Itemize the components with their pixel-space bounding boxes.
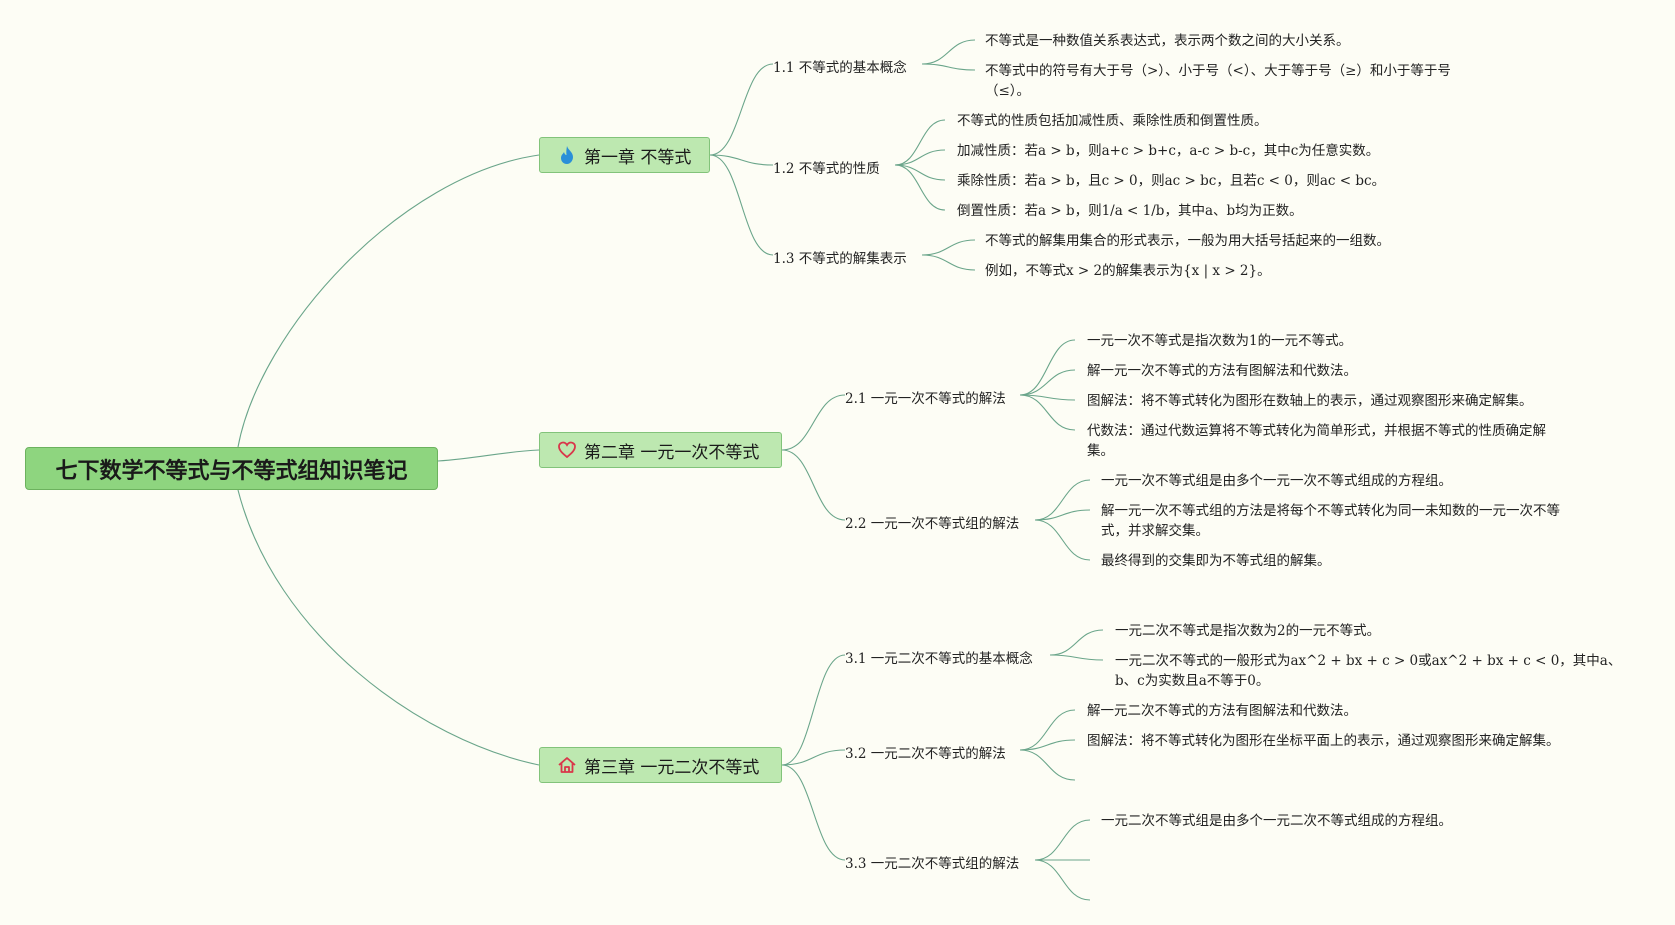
topic-3-1[interactable]: 3.1 一元二次不等式的基本概念 bbox=[845, 651, 1033, 667]
connector bbox=[1034, 859, 1091, 901]
leaf-2-2-3[interactable]: 最终得到的交集即为不等式组的解集。 bbox=[1101, 553, 1331, 569]
connector bbox=[894, 164, 946, 181]
leaf-1-1-2[interactable]: 不等式中的符号有大于号（>）、小于号（<）、大于等于号（≥）和小于等于号（≤）。 bbox=[985, 63, 1451, 99]
leaf-1-3-1[interactable]: 不等式的解集用集合的形式表示，一般为用大括号括起来的一组数。 bbox=[985, 233, 1390, 249]
leaf-1-2-4[interactable]: 倒置性质：若a > b，则1/a < 1/b，其中a、b均为正数。 bbox=[957, 203, 1303, 219]
connector bbox=[1019, 709, 1076, 751]
connector bbox=[1019, 339, 1076, 396]
connector bbox=[781, 749, 846, 766]
topic-1-1[interactable]: 1.1 不等式的基本概念 bbox=[773, 60, 907, 76]
flame-icon bbox=[556, 144, 578, 166]
connector bbox=[709, 154, 774, 256]
connector bbox=[1034, 819, 1091, 861]
topic-2-1[interactable]: 2.1 一元一次不等式的解法 bbox=[845, 391, 1006, 407]
leaf-2-1-3[interactable]: 图解法：将不等式转化为图形在数轴上的表示，通过观察图形来确定解集。 bbox=[1087, 393, 1533, 409]
leaf-1-2-3[interactable]: 乘除性质：若a > b，且c > 0，则ac > bc，且若c < 0，则ac … bbox=[957, 173, 1386, 189]
leaf-3-1-2[interactable]: 一元二次不等式的一般形式为ax^2 + bx + c > 0或ax^2 + bx… bbox=[1115, 653, 1622, 689]
connector bbox=[781, 764, 846, 861]
leaf-1-3-2[interactable]: 例如，不等式x > 2的解集表示为{x | x > 2}。 bbox=[985, 263, 1271, 279]
connector bbox=[1049, 654, 1104, 661]
connector bbox=[709, 63, 774, 156]
topic-3-3[interactable]: 3.3 一元二次不等式组的解法 bbox=[845, 856, 1020, 872]
leaf-3-2-2[interactable]: 图解法：将不等式转化为图形在坐标平面上的表示，通过观察图形来确定解集。 bbox=[1087, 733, 1560, 749]
connector bbox=[921, 39, 976, 65]
leaf-3-2-1[interactable]: 解一元二次不等式的方法有图解法和代数法。 bbox=[1087, 703, 1357, 719]
chapter-label: 第一章 不等式 bbox=[584, 147, 692, 168]
chapter-label: 第三章 一元二次不等式 bbox=[584, 757, 760, 778]
leaf-2-1-2[interactable]: 解一元一次不等式的方法有图解法和代数法。 bbox=[1087, 363, 1357, 379]
heart-icon bbox=[556, 439, 578, 461]
connector bbox=[1019, 369, 1076, 396]
topic-3-2[interactable]: 3.2 一元二次不等式的解法 bbox=[845, 746, 1006, 762]
connector bbox=[1049, 629, 1104, 656]
connector bbox=[237, 154, 540, 448]
connector bbox=[1034, 519, 1091, 561]
leaf-2-2-2[interactable]: 解一元一次不等式组的方法是将每个不等式转化为同一未知数的一元一次不等式，并求解交… bbox=[1101, 503, 1560, 539]
connector bbox=[1019, 749, 1076, 781]
connector bbox=[894, 119, 946, 166]
chapter-label: 第二章 一元一次不等式 bbox=[584, 442, 760, 463]
chapter-3[interactable]: 第三章 一元二次不等式 bbox=[539, 747, 782, 783]
connector bbox=[781, 449, 846, 521]
leaf-2-1-4[interactable]: 代数法：通过代数运算将不等式转化为简单形式，并根据不等式的性质确定解集。 bbox=[1087, 423, 1546, 459]
leaf-1-2-1[interactable]: 不等式的性质包括加减性质、乘除性质和倒置性质。 bbox=[957, 113, 1268, 129]
connector bbox=[921, 239, 976, 256]
leaf-2-1-1[interactable]: 一元一次不等式是指次数为1的一元不等式。 bbox=[1087, 333, 1353, 349]
chapter-1[interactable]: 第一章 不等式 bbox=[539, 137, 710, 173]
connector bbox=[709, 154, 774, 166]
topic-1-3[interactable]: 1.3 不等式的解集表示 bbox=[773, 251, 907, 267]
leaf-3-3-1[interactable]: 一元二次不等式组是由多个一元二次不等式组成的方程组。 bbox=[1101, 813, 1452, 829]
connector bbox=[781, 394, 846, 451]
topic-1-2[interactable]: 1.2 不等式的性质 bbox=[773, 161, 880, 177]
connector bbox=[921, 63, 976, 71]
connector bbox=[781, 654, 846, 766]
connector bbox=[1019, 394, 1076, 431]
leaf-1-1-1[interactable]: 不等式是一种数值关系表达式，表示两个数之间的大小关系。 bbox=[985, 33, 1350, 49]
chapter-2[interactable]: 第二章 一元一次不等式 bbox=[539, 432, 782, 468]
leaf-2-2-1[interactable]: 一元一次不等式组是由多个一元一次不等式组成的方程组。 bbox=[1101, 473, 1452, 489]
connector bbox=[1034, 509, 1091, 521]
connector bbox=[1019, 739, 1076, 751]
connector bbox=[437, 449, 540, 462]
connector bbox=[894, 164, 946, 211]
root-topic[interactable]: 七下数学不等式与不等式组知识笔记 bbox=[25, 447, 438, 490]
leaf-1-2-2[interactable]: 加减性质：若a > b，则a+c > b+c，a-c > b-c，其中c为任意实… bbox=[957, 143, 1380, 159]
leaf-3-1-1[interactable]: 一元二次不等式是指次数为2的一元不等式。 bbox=[1115, 623, 1381, 639]
connector bbox=[237, 489, 540, 766]
topic-2-2[interactable]: 2.2 一元一次不等式组的解法 bbox=[845, 516, 1020, 532]
connector bbox=[894, 149, 946, 166]
connector bbox=[1034, 479, 1091, 521]
house-icon bbox=[556, 754, 578, 776]
connector bbox=[921, 254, 976, 271]
